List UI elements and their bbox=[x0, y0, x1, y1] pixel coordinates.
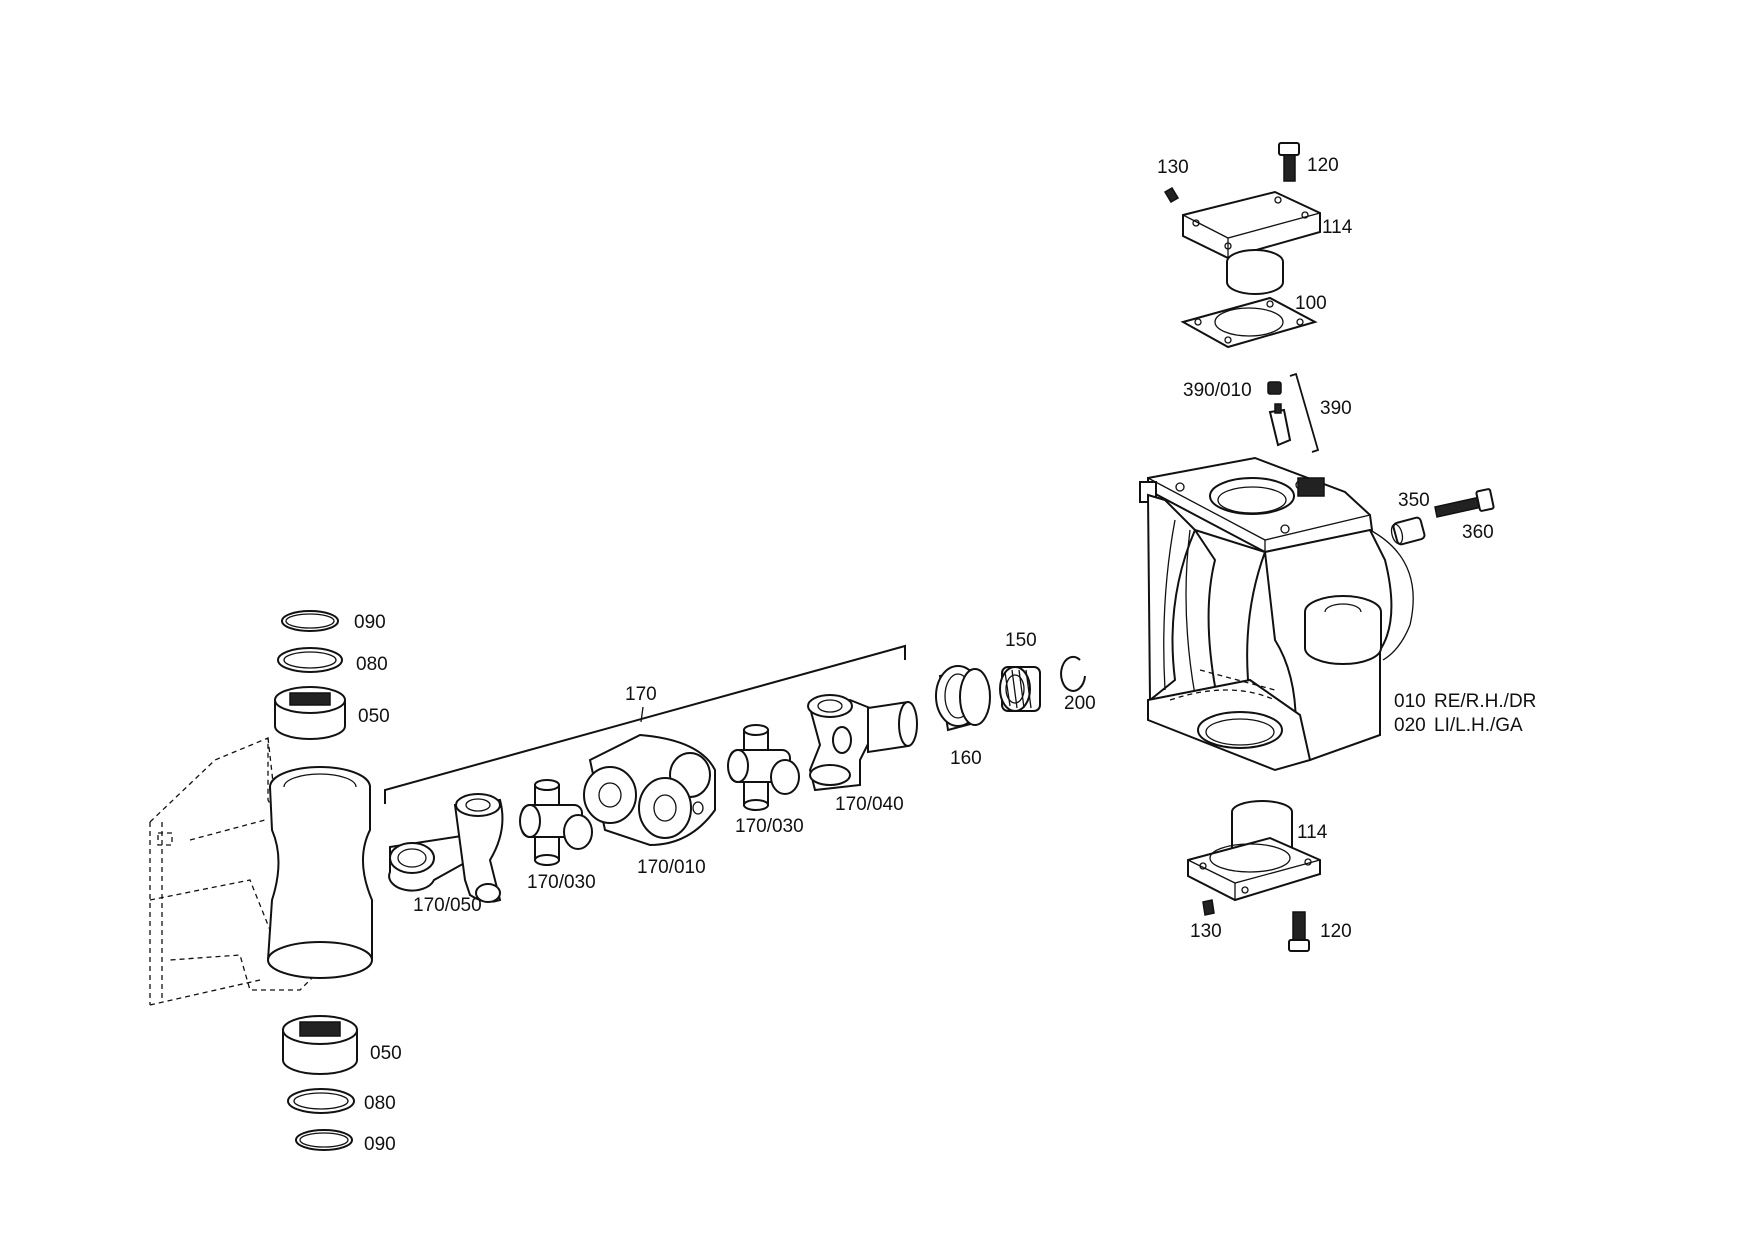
label-050-top: 050 bbox=[358, 706, 390, 727]
label-130-bottom: 130 bbox=[1190, 921, 1222, 942]
label-090-bottom: 090 bbox=[364, 1134, 396, 1155]
spider-170-030-right bbox=[727, 724, 800, 811]
nipple-390-010 bbox=[1267, 381, 1282, 395]
circlip-200 bbox=[1060, 655, 1086, 692]
label-020: 020 bbox=[1394, 715, 1426, 736]
label-390: 390 bbox=[1320, 398, 1352, 419]
label-200: 200 bbox=[1064, 693, 1096, 714]
label-130-top: 130 bbox=[1157, 157, 1189, 178]
bolt-360 bbox=[1434, 488, 1495, 518]
needle-bearing-150 bbox=[999, 666, 1041, 712]
cover-114-bottom bbox=[1187, 800, 1321, 902]
label-120-top: 120 bbox=[1307, 155, 1339, 176]
seal-ring-080-bottom bbox=[287, 1088, 355, 1114]
label-150: 150 bbox=[1005, 630, 1037, 651]
sleeve-160 bbox=[935, 665, 991, 732]
label-020-description: LI/L.H./GA bbox=[1434, 715, 1523, 736]
label-010-description: RE/R.H./DR bbox=[1434, 691, 1536, 712]
group-bracket-170 bbox=[384, 644, 906, 804]
bolt-120-top bbox=[1278, 142, 1300, 182]
label-170-030-right: 170/030 bbox=[735, 816, 804, 837]
label-350: 350 bbox=[1398, 490, 1430, 511]
bearing-050-top bbox=[274, 686, 346, 740]
screw-130-top bbox=[1163, 186, 1180, 204]
yoke-shaft-170-040 bbox=[807, 694, 918, 792]
bolt-120-bottom bbox=[1288, 911, 1310, 952]
label-114-bottom: 114 bbox=[1297, 822, 1328, 843]
breather-390 bbox=[1268, 403, 1292, 447]
spider-170-030-left bbox=[519, 779, 593, 866]
label-090-top: 090 bbox=[354, 612, 386, 633]
yoke-shaft-170-050 bbox=[388, 793, 504, 903]
bracket-390 bbox=[1289, 372, 1320, 453]
label-160: 160 bbox=[950, 748, 982, 769]
label-170-030-left: 170/030 bbox=[527, 872, 596, 893]
label-114-top: 114 bbox=[1322, 217, 1353, 238]
label-170-050: 170/050 bbox=[413, 895, 482, 916]
snap-ring-090-top bbox=[281, 610, 339, 632]
label-100: 100 bbox=[1295, 293, 1327, 314]
axle-housing bbox=[149, 737, 373, 1006]
screw-130-bottom bbox=[1202, 899, 1215, 916]
label-170-010: 170/010 bbox=[637, 857, 706, 878]
gasket-100 bbox=[1180, 296, 1318, 349]
seal-ring-080-top bbox=[277, 647, 343, 673]
label-360: 360 bbox=[1462, 522, 1494, 543]
bearing-050-bottom bbox=[282, 1015, 358, 1075]
snap-ring-090-bottom bbox=[295, 1129, 353, 1151]
cover-114-top bbox=[1182, 190, 1321, 295]
label-170: 170 bbox=[625, 684, 657, 705]
center-coupling-170-010 bbox=[583, 733, 716, 847]
sleeve-350 bbox=[1390, 516, 1426, 546]
label-080-top: 080 bbox=[356, 654, 388, 675]
label-390-010: 390/010 bbox=[1183, 380, 1252, 401]
label-080-bottom: 080 bbox=[364, 1093, 396, 1114]
steering-knuckle bbox=[1139, 456, 1414, 772]
label-170-040: 170/040 bbox=[835, 794, 904, 815]
label-120-bottom: 120 bbox=[1320, 921, 1352, 942]
label-010: 010 bbox=[1394, 691, 1426, 712]
label-050-bottom: 050 bbox=[370, 1043, 402, 1064]
leader-170 bbox=[640, 706, 644, 723]
